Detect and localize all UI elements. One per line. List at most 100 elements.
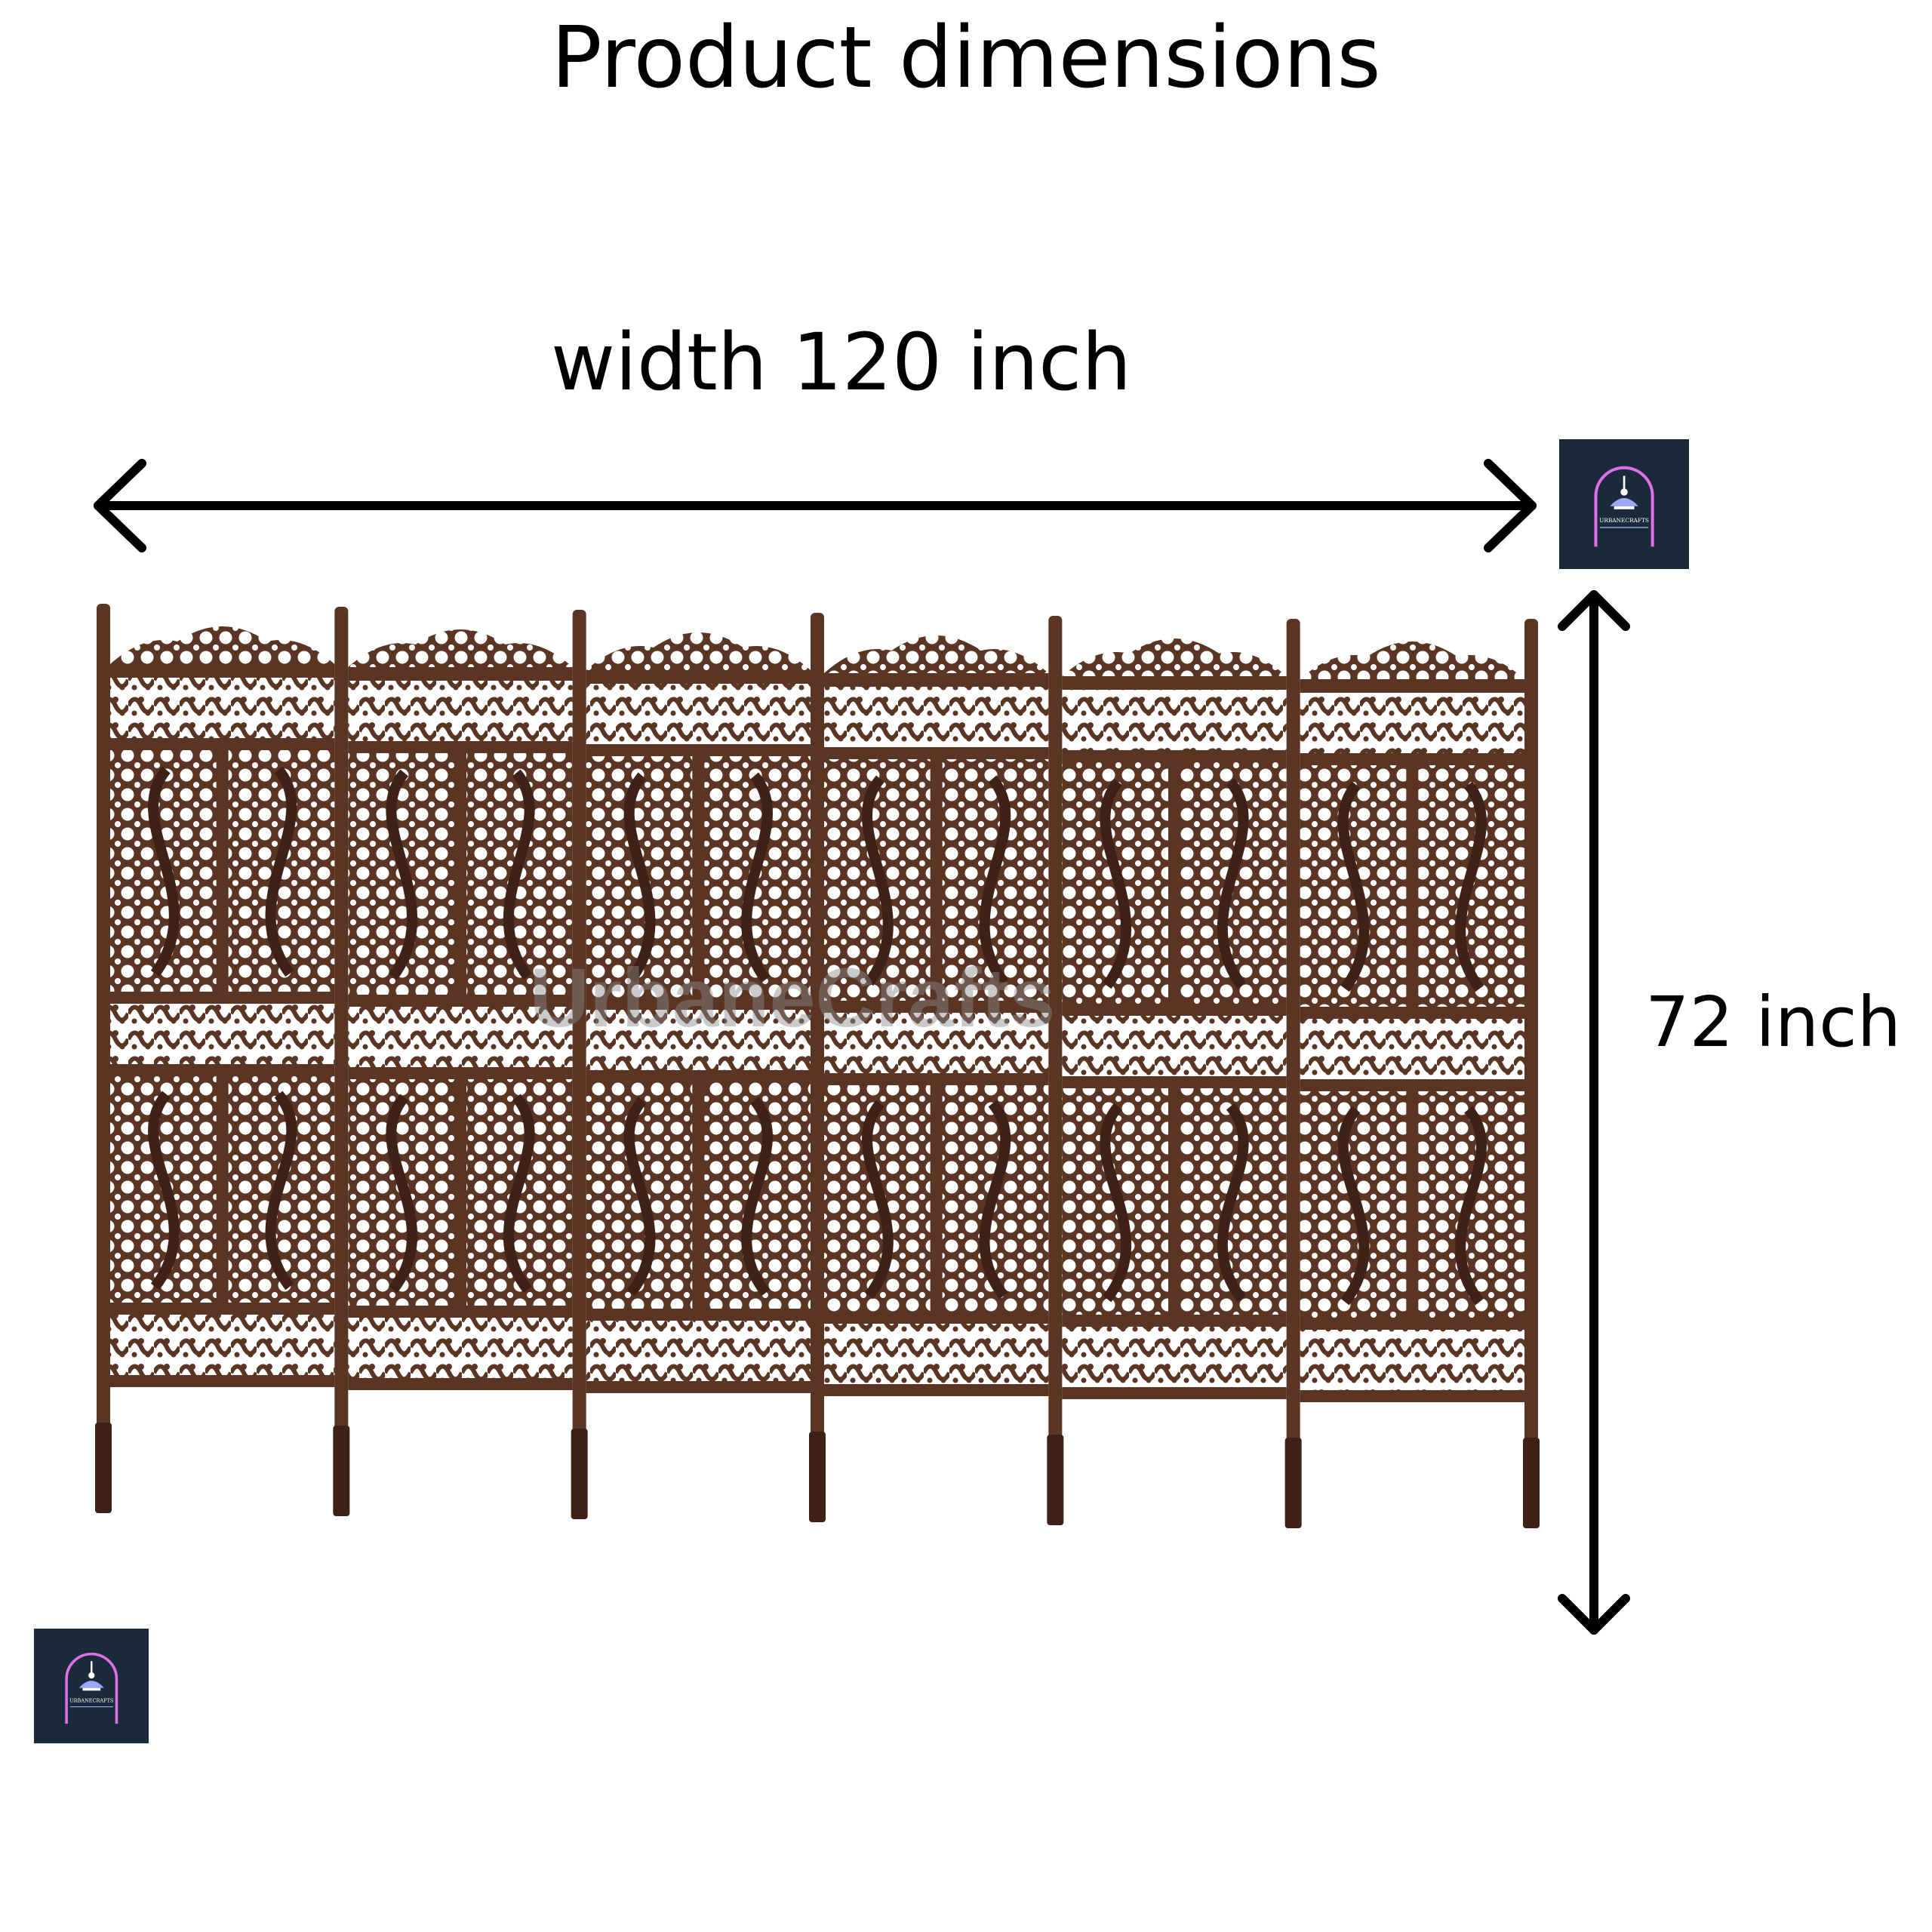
panel-band [110,1315,335,1375]
brand-logo-top: URBANECRAFTS [1559,439,1689,569]
panel-post [1524,619,1538,1453]
panel-band [824,1013,1049,1073]
panel-scroll [265,766,297,977]
panel-rail [110,1375,335,1387]
panel-scroll [386,769,418,980]
lamp-arch-logo-icon: URBANECRAFTS [65,1652,118,1724]
panel-rail [348,995,573,1007]
room-divider-screen [95,604,1540,1528]
panel-rail [586,1070,811,1082]
panel-rail [824,1312,1049,1324]
panel-post [1048,616,1063,1450]
panel-scroll [265,1091,297,1291]
panel-crest [110,626,335,664]
panel-leg [809,1432,826,1522]
panel-band [1062,1327,1287,1387]
panel-scroll [1217,778,1249,989]
panel-rail [1062,1004,1287,1016]
panel-scroll [862,1100,894,1300]
panel-scroll [979,775,1011,986]
panel-leg [1284,1438,1302,1528]
panel-rail [824,1001,1049,1013]
panel-crest [586,632,811,670]
panel-rail [348,1067,573,1079]
panel-crest [1300,641,1524,679]
panel-rail [824,747,1049,759]
panel-leg [1047,1435,1064,1525]
panel-rail [586,670,811,684]
page-title: Product dimensions [551,9,1381,107]
panel-mullion [454,1079,466,1306]
panel-band [110,1004,335,1064]
panel-leg [333,1426,350,1516]
panel-band [824,687,1049,747]
panel-mullion [692,756,705,998]
panel-scroll [623,772,656,983]
panel-rail [1300,753,1524,765]
panel-scroll [1455,1106,1487,1306]
panel-post [811,613,824,1447]
panel-rail [586,1309,811,1321]
panel-rail [348,667,573,681]
panel-mullion [454,753,466,995]
panel-scroll [1337,781,1370,992]
panel-band [586,1010,811,1070]
panel-rail [1062,1076,1287,1088]
panel-rail [348,1306,573,1318]
panel-mullion [692,1082,705,1309]
width-arrow-icon [94,459,1537,552]
panel-band [348,681,573,741]
panel-scroll [148,766,180,977]
panel-mullion [1406,765,1419,1007]
panel-mullion [1406,1091,1419,1318]
panel-rail [110,1064,335,1076]
panel-band [586,684,811,744]
panel-mullion [216,1076,229,1303]
panel-scroll [1100,1103,1132,1303]
panel-band [1300,693,1524,753]
panel-crest [348,629,573,667]
panel-scroll [979,1100,1011,1300]
panel-rail [1062,1387,1287,1399]
panel-crest [1062,638,1287,676]
panel-leg [571,1429,588,1519]
panel-post [572,610,586,1444]
brand-logo-bottom: URBANECRAFTS [34,1629,149,1743]
logo-text: URBANECRAFTS [69,1697,113,1703]
panel-scroll [386,1094,418,1294]
panel-leg [1523,1438,1540,1528]
panel-band [824,1324,1049,1384]
panel-scroll [1455,781,1487,992]
panel-crest [824,635,1049,673]
panel-rail [824,673,1049,687]
panel-mullion [1168,1088,1180,1315]
panel-band [1062,1016,1287,1076]
panel-scroll [623,1097,656,1297]
panel-rail [110,738,335,750]
panel-scroll [741,772,773,983]
width-label: width 120 inch [551,316,1132,408]
panel-rail [1300,1318,1524,1330]
panel-scroll [503,1094,535,1294]
panel-scroll [1100,778,1132,989]
panel-post [97,604,110,1438]
lamp-arch-logo-icon: URBANECRAFTS [1594,466,1654,547]
panel-rail [1062,750,1287,762]
panel-band [1300,1330,1524,1390]
panel-scroll [862,775,894,986]
panel-mullion [1168,762,1180,1004]
panel-rail [1300,679,1524,693]
panel-scroll [741,1097,773,1297]
panel-mullion [216,750,229,992]
height-arrow-icon [1558,590,1630,1635]
panel-band [348,1007,573,1067]
panel-mullion [930,1085,943,1312]
panel-post [334,607,349,1441]
panel-scroll [148,1091,180,1291]
panel-rail [586,1381,811,1393]
panel-rail [1300,1079,1524,1091]
panel-rail [348,741,573,753]
panel-rail [1062,1315,1287,1327]
panel-rail [824,1384,1049,1396]
